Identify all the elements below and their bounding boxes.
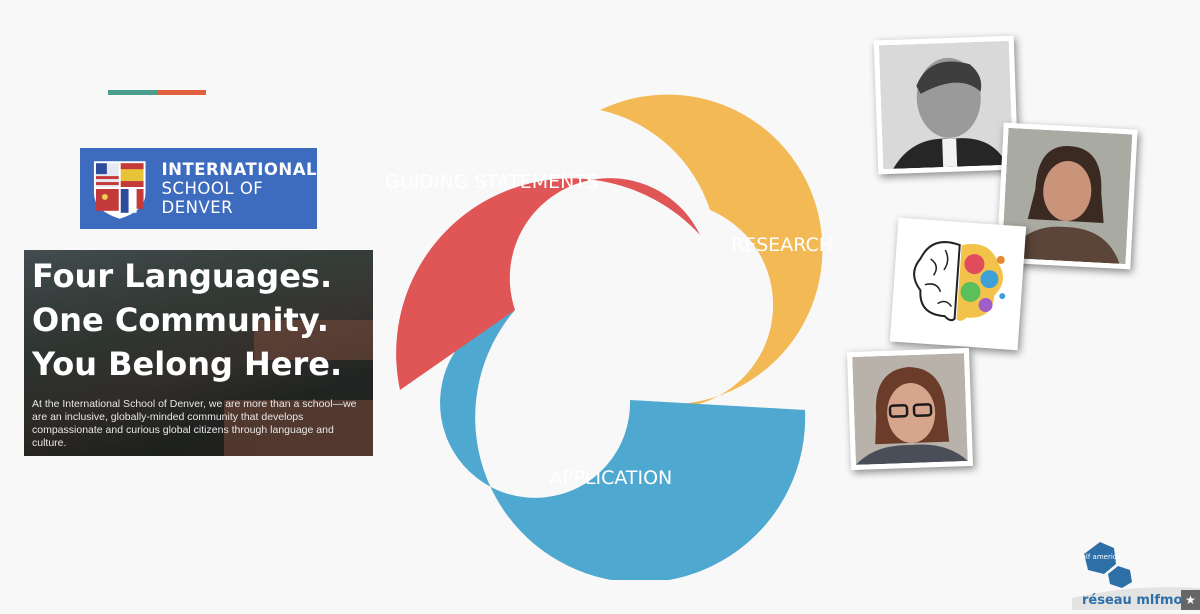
application-label: APPLICATION (549, 467, 672, 489)
mlf-america-logo: mlf america réseau mlfmo (1072, 540, 1200, 610)
guiding-statements-segment (396, 178, 700, 390)
brain-illustration-photo (889, 217, 1027, 351)
woman-glasses-portrait-image (852, 353, 968, 465)
promo-headline: Four Languages. One Community. You Belon… (32, 254, 342, 386)
logo-line-1: INTERNATIONAL (161, 160, 317, 179)
man-portrait-image (878, 40, 1014, 170)
logo-line-2: SCHOOL OF (161, 179, 264, 198)
school-logo: INTERNATIONAL SCHOOL OF DENVER (80, 148, 317, 229)
woman-portrait-photo (996, 122, 1138, 270)
guiding-statements-label: GUIDING STATEMENTS (385, 171, 598, 193)
cycle-diagram: GUIDING STATEMENTS RESEARCH APPLICATION (385, 94, 833, 580)
brain-illustration-image (895, 223, 1021, 345)
accent-bar-teal (108, 90, 157, 95)
mlf-badge-text: mlf america (1079, 553, 1121, 561)
mlf-logo-icon: mlf america réseau mlfmo (1072, 542, 1200, 610)
headline-line-1: Four Languages. (32, 257, 333, 295)
star-button[interactable]: ★ (1181, 590, 1200, 610)
reseau-text: réseau mlfmo (1082, 593, 1183, 608)
man-portrait-icon (878, 40, 1014, 170)
background-building (254, 320, 373, 360)
woman-portrait-image (1001, 127, 1133, 265)
promo-banner: Four Languages. One Community. You Belon… (24, 250, 373, 456)
woman-portrait-icon (1001, 127, 1133, 265)
star-icon: ★ (1185, 593, 1196, 607)
brain-icon (895, 223, 1021, 345)
school-crest-icon (93, 160, 146, 219)
woman-glasses-portrait-icon (852, 353, 968, 465)
school-logo-text: INTERNATIONAL SCHOOL OF DENVER (162, 160, 318, 217)
man-portrait-photo (873, 35, 1019, 175)
accent-bar (108, 90, 206, 95)
headline-line-3: You Belong Here. (32, 345, 343, 383)
logo-line-3: DENVER (161, 198, 234, 217)
woman-glasses-portrait-photo (846, 347, 974, 471)
accent-bar-orange (157, 90, 206, 95)
research-segment (600, 94, 823, 409)
promo-body-text: At the International School of Denver, w… (32, 398, 357, 449)
application-segment (440, 310, 806, 580)
research-label: RESEARCH (731, 234, 833, 256)
headline-line-2: One Community. (32, 301, 329, 339)
background-building (224, 400, 373, 456)
